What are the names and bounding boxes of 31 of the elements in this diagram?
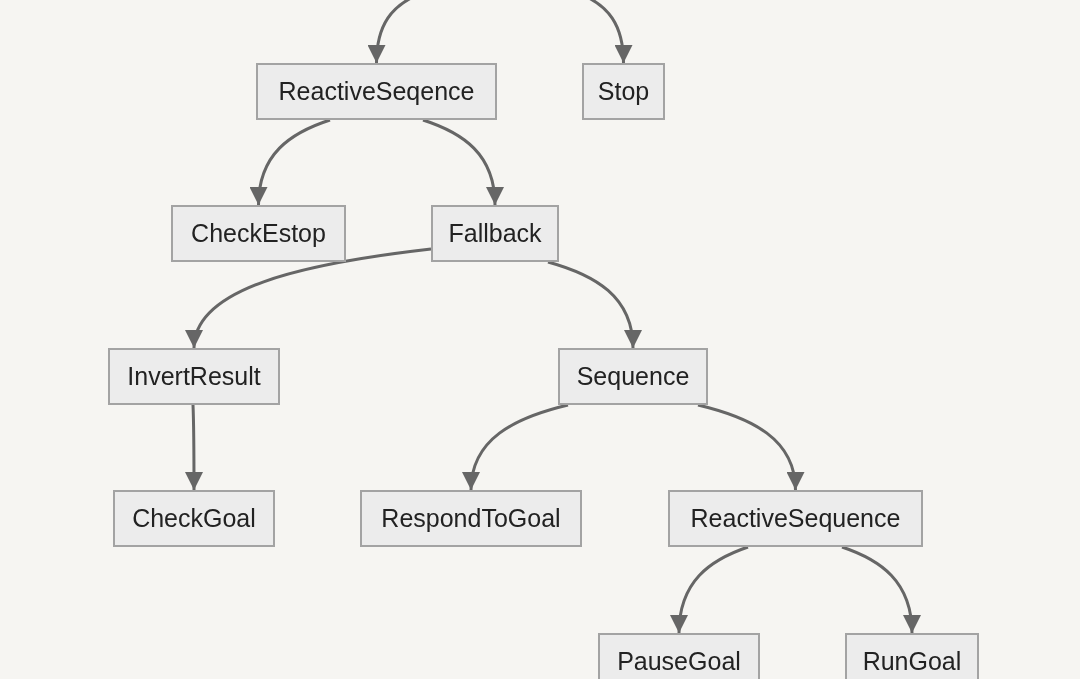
node-label: InvertResult <box>127 362 261 391</box>
node-label: CheckGoal <box>132 504 256 533</box>
arrow <box>185 404 203 490</box>
node-box <box>558 348 708 405</box>
arrow <box>670 545 749 634</box>
arrow <box>463 403 569 491</box>
arrow <box>697 403 804 491</box>
node-label: ReactiveSeqence <box>278 77 475 106</box>
node-label: ReactiveSequence <box>690 504 901 533</box>
arrow <box>422 118 503 206</box>
arrow <box>187 247 432 349</box>
node-box <box>360 490 582 547</box>
node-label: RunGoal <box>862 647 962 676</box>
arrow <box>547 260 641 349</box>
node-box <box>598 633 760 679</box>
node-label: Fallback <box>448 219 542 248</box>
node-box <box>108 348 280 405</box>
node-box <box>668 490 923 547</box>
node-box <box>256 63 497 120</box>
node-box <box>171 205 346 262</box>
arrow <box>841 545 921 634</box>
node-label: Stop <box>597 77 650 106</box>
node-box <box>431 205 559 262</box>
node-label: Sequence <box>576 362 690 391</box>
node-label: PauseGoal <box>617 647 741 676</box>
arrow <box>250 118 331 206</box>
node-box <box>582 63 665 120</box>
node-box <box>113 490 275 547</box>
node-label: CheckEstop <box>191 219 326 248</box>
node-box <box>845 633 979 679</box>
node-label: RespondToGoal <box>381 504 561 533</box>
